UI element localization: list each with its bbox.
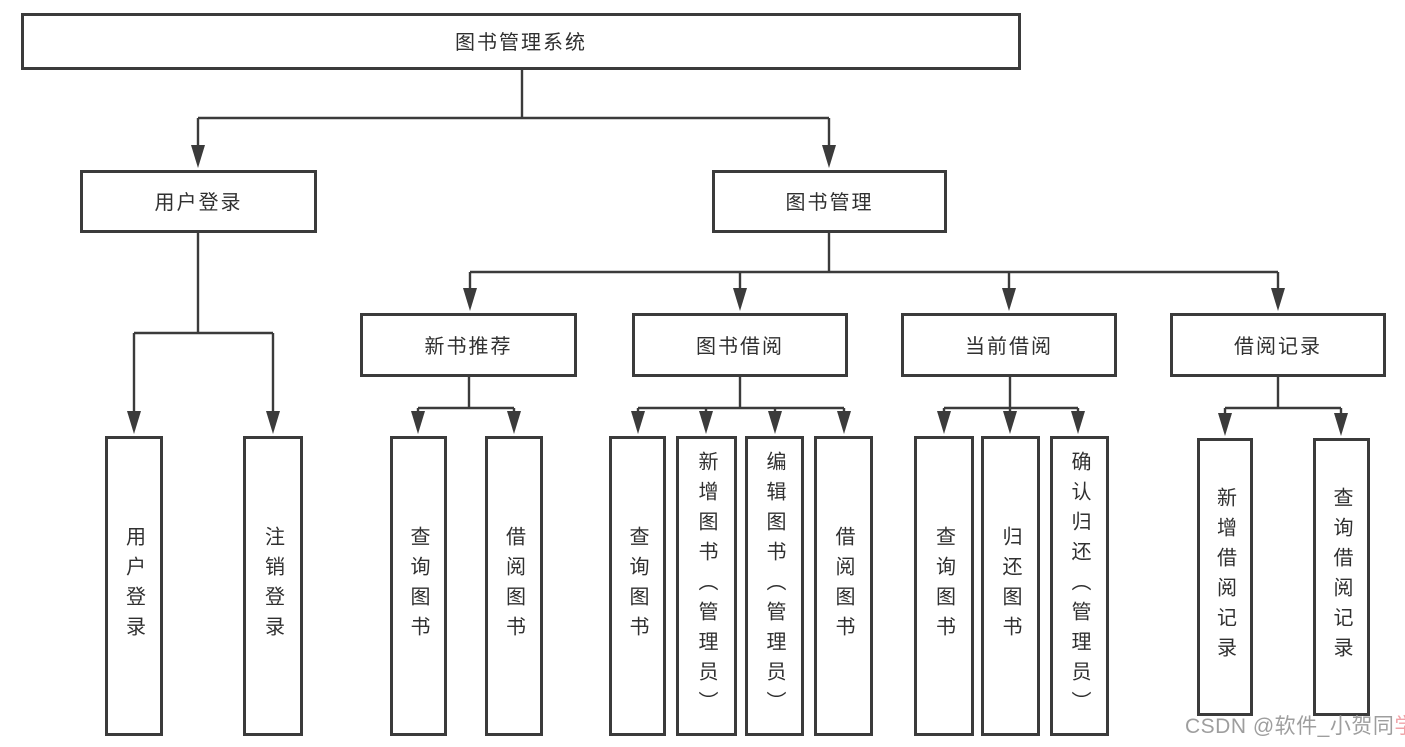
node-leaf-borrow-books-recommend: 借阅图书 <box>485 436 543 736</box>
node-leaf-return-book: 归还图书 <box>981 436 1040 736</box>
node-leaf-query-books-borrow: 查询图书 <box>609 436 666 736</box>
node-leaf-query-books-current: 查询图书 <box>914 436 974 736</box>
node-leaf-confirm-return-admin: 确认归还（管理员） <box>1050 436 1109 736</box>
node-leaf-query-books-recommend: 查询图书 <box>390 436 447 736</box>
node-leaf-add-borrow-record: 新增借阅记录 <box>1197 438 1253 716</box>
node-leaf-borrow-book: 借阅图书 <box>814 436 873 736</box>
watermark-text: CSDN @软件_小贺同 <box>1185 715 1395 738</box>
node-user-login: 用户登录 <box>80 170 317 233</box>
node-leaf-user-login: 用户登录 <box>105 436 163 736</box>
watermark-accent: 学 <box>1394 715 1405 738</box>
node-leaf-query-borrow-record: 查询借阅记录 <box>1313 438 1370 716</box>
node-book-borrow: 图书借阅 <box>632 313 848 377</box>
node-book-management: 图书管理 <box>712 170 947 233</box>
csdn-watermark: CSDN @软件_小贺同学 <box>1185 710 1405 740</box>
node-leaf-logout: 注销登录 <box>243 436 303 736</box>
node-root-system: 图书管理系统 <box>21 13 1021 70</box>
node-leaf-add-book-admin: 新增图书（管理员） <box>676 436 737 736</box>
node-current-borrow: 当前借阅 <box>901 313 1117 377</box>
node-new-book-recommend: 新书推荐 <box>360 313 577 377</box>
node-borrow-records: 借阅记录 <box>1170 313 1386 377</box>
node-leaf-edit-book-admin: 编辑图书（管理员） <box>745 436 804 736</box>
